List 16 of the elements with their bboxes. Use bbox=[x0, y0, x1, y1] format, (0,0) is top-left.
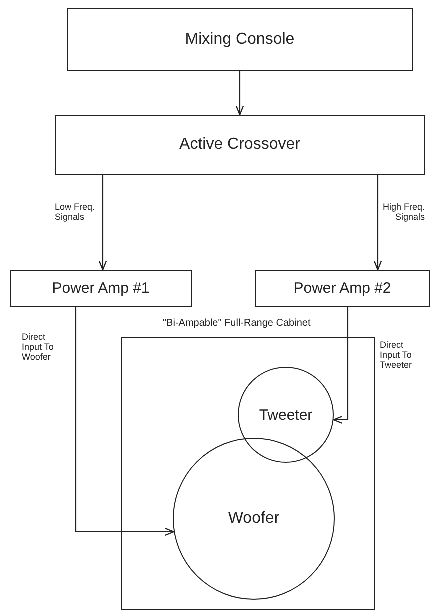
speaker-circle: Woofer bbox=[173, 438, 335, 600]
speaker-circle: Tweeter bbox=[238, 367, 334, 463]
cabinet-heading: "Bi-Ampable" Full-Range Cabinet bbox=[163, 318, 311, 329]
edge-label: Direct Input To Tweeter bbox=[380, 340, 414, 370]
process-box: Active Crossover bbox=[55, 115, 425, 175]
edge-label: Direct Input To Woofer bbox=[22, 332, 55, 362]
process-box: Mixing Console bbox=[67, 8, 413, 71]
amplifier-box: Power Amp #1 bbox=[10, 270, 192, 307]
arrow bbox=[374, 175, 382, 271]
edge-label: High Freq. Signals bbox=[382, 202, 425, 222]
arrow bbox=[98, 175, 108, 271]
amplifier-box: Power Amp #2 bbox=[255, 270, 430, 307]
arrow bbox=[236, 71, 244, 116]
arrow bbox=[333, 307, 349, 424]
edge-label: Low Freq. Signals bbox=[55, 202, 96, 222]
arrow bbox=[75, 307, 175, 536]
